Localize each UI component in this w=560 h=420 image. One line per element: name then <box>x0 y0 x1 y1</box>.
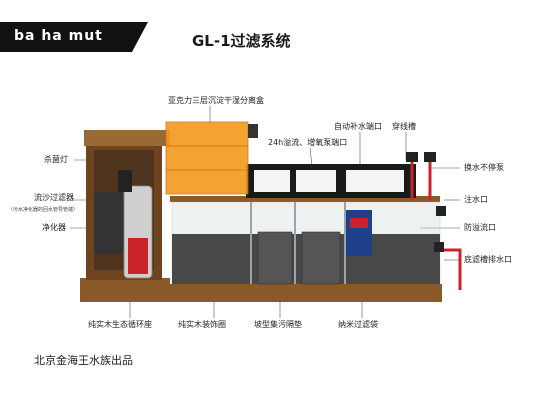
label-nano-bag: 纳米过滤袋 <box>338 320 378 329</box>
label-wood-base: 纯实木生态循环座 <box>88 320 152 329</box>
label-slope-pad: 坡型集污隔垫 <box>254 320 302 329</box>
label-acrylic-box: 亚克力三层沉淀干湿分离盒 <box>168 96 264 105</box>
brand-logo-text: ba ha mut <box>14 28 103 44</box>
label-surge-port: 24h溢流、增氧泵端口 <box>268 138 348 147</box>
footer-credit: 北京金海王水族出品 <box>34 354 133 367</box>
label-purifier: 净化器 <box>42 223 66 232</box>
label-auto-top-up: 自动补水端口 <box>334 122 382 131</box>
label-wood-trim: 纯实木装饰圈 <box>178 320 226 329</box>
label-sand-filter: 流沙过滤器 <box>34 193 74 202</box>
label-inlet: 注水口 <box>464 195 488 204</box>
label-cable-slot: 穿线槽 <box>392 122 416 131</box>
label-overflow: 防溢流口 <box>464 223 496 232</box>
page-title: GL-1过滤系统 <box>192 32 291 50</box>
label-nonstop-change: 换水不停泵 <box>464 163 504 172</box>
label-drain: 底滤槽排水口 <box>464 255 512 264</box>
label-uv-lamp: 杀菌灯 <box>44 155 68 164</box>
label-sand-filter-note: （污水净化器的回水管导管端） <box>8 207 79 213</box>
brand-bar <box>0 22 148 52</box>
